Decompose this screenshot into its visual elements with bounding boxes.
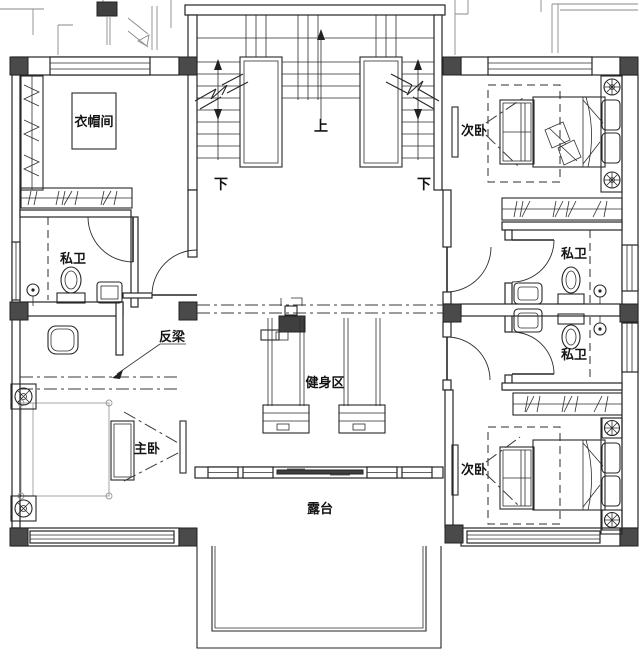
inverted-beam-annotation: 反梁 bbox=[112, 329, 186, 379]
up-arrow-head bbox=[317, 29, 325, 40]
tv-panel-br bbox=[451, 444, 459, 496]
fan-decor-bottom bbox=[601, 509, 623, 531]
gym-label: 健身区 bbox=[305, 375, 344, 390]
shower-head-icon-lower bbox=[593, 316, 607, 336]
door-gym-upper-corridor bbox=[446, 246, 492, 293]
room-bath-left: 私卫 bbox=[26, 217, 123, 306]
room-cloakroom: 衣帽间 bbox=[20, 75, 133, 209]
cloakroom-label: 衣帽间 bbox=[74, 114, 113, 129]
toilet-lower bbox=[557, 313, 585, 350]
plant-stand-bottom bbox=[10, 495, 37, 522]
door-gym-lower-corridor bbox=[446, 336, 491, 381]
terrace: 露台 bbox=[194, 466, 444, 649]
vanity-lower bbox=[513, 308, 543, 333]
gym-equipment-dark bbox=[260, 297, 306, 341]
treadmill-left bbox=[262, 318, 310, 434]
flower-decor-bottom bbox=[603, 171, 621, 189]
inverted-beam-label: 反梁 bbox=[159, 329, 186, 344]
tv-panel bbox=[179, 420, 187, 474]
tv-panel-tr bbox=[451, 106, 459, 158]
window-left-wall bbox=[11, 241, 21, 301]
wardrobe-br bbox=[512, 392, 623, 416]
room-gym: 健身区 bbox=[20, 297, 443, 434]
armchair bbox=[47, 325, 79, 355]
window-bottom-right bbox=[466, 530, 601, 544]
plant-stand-top bbox=[10, 383, 37, 410]
interior-walls-left bbox=[19, 209, 153, 356]
door-hall-to-master bbox=[151, 249, 198, 296]
bed bbox=[532, 75, 623, 193]
washer bbox=[96, 281, 123, 304]
terrace-railing bbox=[196, 546, 442, 649]
window-bottom-left bbox=[29, 530, 175, 544]
chimney-block bbox=[96, 1, 118, 17]
window-right-wall-upper bbox=[621, 244, 639, 292]
treadmill-right bbox=[338, 318, 386, 434]
bath-right-lower-label: 私卫 bbox=[561, 347, 587, 362]
window-top-right bbox=[487, 56, 593, 76]
bath-right-upper-label: 私卫 bbox=[561, 246, 587, 261]
stairs-down-left-label: 下 bbox=[214, 176, 228, 192]
cloakroom-label-box bbox=[71, 92, 117, 150]
room-bedroom-bottom-right: 次卧 bbox=[451, 392, 623, 535]
door-bath-right-lower bbox=[511, 331, 555, 375]
stair-hall-walls bbox=[184, 4, 446, 258]
bench-couch bbox=[499, 99, 535, 165]
wardrobe-bottom bbox=[20, 187, 133, 209]
window-top-left bbox=[49, 56, 151, 76]
staircase: 上 下 下 bbox=[194, 15, 440, 192]
wardrobe-left bbox=[20, 75, 44, 191]
terrace-label: 露台 bbox=[307, 501, 333, 516]
bedroom-top-right-label: 次卧 bbox=[461, 123, 487, 138]
adjacent-roof-lines bbox=[0, 0, 638, 55]
room-master-bedroom: 主卧 bbox=[10, 325, 187, 522]
structural-columns bbox=[9, 56, 639, 547]
stairs-up-label: 上 bbox=[314, 118, 328, 134]
master-bedroom-label: 主卧 bbox=[134, 441, 160, 456]
shower-head-icon bbox=[26, 283, 40, 306]
stair-break-line-right bbox=[385, 73, 440, 110]
vanity-upper bbox=[513, 282, 543, 305]
tv-cabinet bbox=[110, 420, 135, 481]
terrace-windows bbox=[207, 466, 433, 479]
window-right-wall-lower bbox=[621, 322, 639, 373]
toilet bbox=[56, 266, 86, 304]
stairs-down-right-label: 下 bbox=[417, 176, 431, 192]
stair-break-line-left bbox=[194, 73, 249, 110]
bed-master bbox=[17, 399, 113, 500]
door-bath-left bbox=[87, 216, 134, 263]
room-bedroom-top-right: 次卧 bbox=[451, 75, 623, 221]
toilet-upper bbox=[557, 266, 585, 305]
shower-head-icon-upper bbox=[593, 284, 607, 304]
rooms-bath-right: 私卫 私卫 bbox=[513, 230, 607, 382]
flower-decor-top bbox=[603, 78, 621, 96]
interior-walls-right bbox=[442, 189, 623, 529]
bedroom-bottom-right-label: 次卧 bbox=[461, 462, 487, 477]
door-bath-right-upper bbox=[511, 239, 555, 283]
bath-left-label: 私卫 bbox=[60, 251, 86, 266]
wardrobe-tr bbox=[501, 197, 623, 221]
bench-couch-br bbox=[499, 446, 535, 510]
fan-decor-top bbox=[601, 417, 623, 439]
